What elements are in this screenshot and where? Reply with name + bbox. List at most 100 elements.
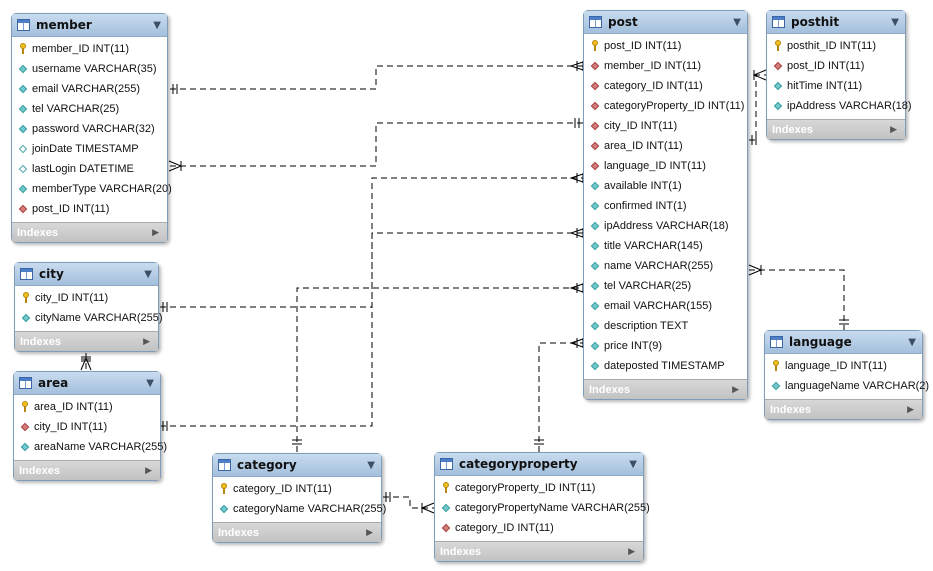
table-header[interactable]: language▼ [765, 331, 922, 354]
column-row[interactable]: categoryProperty_ID INT(11) [584, 96, 747, 116]
column-row[interactable]: tel VARCHAR(25) [12, 99, 167, 119]
collapse-arrow-icon[interactable]: ▼ [629, 458, 637, 470]
column-row[interactable]: hitTime INT(11) [767, 76, 905, 96]
column-row[interactable]: category_ID INT(11) [213, 479, 381, 499]
table-language[interactable]: language▼ language_ID INT(11)languageNam… [764, 330, 929, 420]
column-text: cityName VARCHAR(255) [35, 312, 163, 324]
column-row[interactable]: language_ID INT(11) [765, 356, 922, 376]
expand-arrow-icon[interactable]: ▶ [890, 124, 897, 135]
column-row[interactable]: name VARCHAR(255) [584, 256, 747, 276]
column-row[interactable]: lastLogin DATETIME [12, 159, 167, 179]
indexes-bar[interactable]: Indexes▶ [584, 379, 747, 399]
indexes-bar[interactable]: Indexes▶ [14, 460, 160, 480]
column-row[interactable]: email VARCHAR(255) [12, 79, 167, 99]
table-name: area [38, 376, 69, 390]
column-row[interactable]: confirmed INT(1) [584, 196, 747, 216]
table-category[interactable]: category▼ category_ID INT(11)categoryNam… [212, 453, 386, 543]
column-row[interactable]: post_ID INT(11) [12, 199, 167, 219]
column-row[interactable]: posthit_ID INT(11) [767, 36, 905, 56]
column-row[interactable]: tel VARCHAR(25) [584, 276, 747, 296]
expand-arrow-icon[interactable]: ▶ [145, 465, 152, 476]
column-row[interactable]: languageName VARCHAR(2) [765, 376, 929, 396]
teal-diamond [18, 104, 27, 114]
table-header[interactable]: city▼ [15, 263, 158, 286]
column-row[interactable]: memberType VARCHAR(20) [12, 179, 172, 199]
table-header[interactable]: post▼ [584, 11, 747, 34]
table-city[interactable]: city▼ city_ID INT(11) cityName VARCHAR(25… [14, 262, 163, 352]
column-row[interactable]: ipAddress VARCHAR(18) [584, 216, 747, 236]
indexes-bar[interactable]: Indexes▶ [765, 399, 922, 419]
table-categoryproperty[interactable]: categoryproperty▼ categoryProperty_ID IN… [434, 452, 650, 562]
key-glyph [442, 482, 449, 494]
red-diamond [441, 523, 450, 533]
column-row[interactable]: city_ID INT(11) [14, 417, 160, 437]
collapse-arrow-icon[interactable]: ▼ [891, 16, 899, 28]
column-row[interactable]: password VARCHAR(32) [12, 119, 167, 139]
expand-arrow-icon[interactable]: ▶ [366, 527, 373, 538]
table-icon [770, 336, 783, 348]
column-row[interactable]: cityName VARCHAR(255) [15, 308, 163, 328]
teal-diamond [590, 341, 599, 351]
column-row[interactable]: ipAddress VARCHAR(18) [767, 96, 912, 116]
primary-key-icon [589, 40, 600, 52]
column-row[interactable]: email VARCHAR(155) [584, 296, 747, 316]
column-text: name VARCHAR(255) [604, 260, 714, 272]
column-row[interactable]: post_ID INT(11) [767, 56, 905, 76]
indexes-bar[interactable]: Indexes▶ [15, 331, 158, 351]
column-row[interactable]: username VARCHAR(35) [12, 59, 167, 79]
column-text: tel VARCHAR(25) [604, 280, 692, 292]
column-row[interactable]: description TEXT [584, 316, 747, 336]
table-icon [772, 16, 785, 28]
column-row[interactable]: available INT(1) [584, 176, 747, 196]
column-row[interactable]: categoryProperty_ID INT(11) [435, 478, 643, 498]
collapse-arrow-icon[interactable]: ▼ [153, 19, 161, 31]
expand-arrow-icon[interactable]: ▶ [907, 404, 914, 415]
column-row[interactable]: price INT(9) [584, 336, 747, 356]
teal-diamond [18, 64, 27, 74]
table-header[interactable]: category▼ [213, 454, 381, 477]
primary-key-icon [218, 483, 229, 495]
column-row[interactable]: language_ID INT(11) [584, 156, 747, 176]
table-posthit[interactable]: posthit▼ posthit_ID INT(11)post_ID INT(1… [766, 10, 912, 140]
column-icon [589, 341, 600, 351]
collapse-arrow-icon[interactable]: ▼ [733, 16, 741, 28]
column-row[interactable]: categoryPropertyName VARCHAR(255) [435, 498, 650, 518]
indexes-bar[interactable]: Indexes▶ [213, 522, 381, 542]
indexes-bar[interactable]: Indexes▶ [767, 119, 905, 139]
column-row[interactable]: area_ID INT(11) [584, 136, 747, 156]
table-header[interactable]: posthit▼ [767, 11, 905, 34]
indexes-bar[interactable]: Indexes▶ [435, 541, 643, 561]
expand-arrow-icon[interactable]: ▶ [628, 546, 635, 557]
column-row[interactable]: city_ID INT(11) [584, 116, 747, 136]
collapse-arrow-icon[interactable]: ▼ [146, 377, 154, 389]
table-area[interactable]: area▼ area_ID INT(11)city_ID INT(11)area… [13, 371, 167, 481]
column-row[interactable]: dateposted TIMESTAMP [584, 356, 747, 376]
column-row[interactable]: areaName VARCHAR(255) [14, 437, 167, 457]
column-row[interactable]: member_ID INT(11) [12, 39, 167, 59]
column-row[interactable]: area_ID INT(11) [14, 397, 160, 417]
table-header[interactable]: categoryproperty▼ [435, 453, 643, 476]
expand-arrow-icon[interactable]: ▶ [152, 227, 159, 238]
column-icon [770, 381, 781, 391]
collapse-arrow-icon[interactable]: ▼ [367, 459, 375, 471]
column-icon [589, 221, 600, 231]
column-row[interactable]: categoryName VARCHAR(255) [213, 499, 386, 519]
table-header[interactable]: area ▼ [14, 372, 160, 395]
primary-key-icon [772, 40, 783, 52]
expand-arrow-icon[interactable]: ▶ [143, 336, 150, 347]
table-header[interactable]: member▼ [12, 14, 167, 37]
column-row[interactable]: title VARCHAR(145) [584, 236, 747, 256]
column-row[interactable]: post_ID INT(11) [584, 36, 747, 56]
table-member[interactable]: member▼ member_ID INT(11)username VARCHA… [11, 13, 172, 243]
column-row[interactable]: member_ID INT(11) [584, 56, 747, 76]
collapse-arrow-icon[interactable]: ▼ [144, 268, 152, 280]
column-row[interactable]: city_ID INT(11) [15, 288, 158, 308]
rel-post-member [170, 122, 583, 167]
collapse-arrow-icon[interactable]: ▼ [908, 336, 916, 348]
indexes-bar[interactable]: Indexes▶ [12, 222, 167, 242]
column-row[interactable]: category_ID INT(11) [584, 76, 747, 96]
column-row[interactable]: joinDate TIMESTAMP [12, 139, 167, 159]
expand-arrow-icon[interactable]: ▶ [732, 384, 739, 395]
column-row[interactable]: category_ID INT(11) [435, 518, 643, 538]
table-post[interactable]: post▼ post_ID INT(11)member_ID INT(11)ca… [583, 10, 748, 400]
